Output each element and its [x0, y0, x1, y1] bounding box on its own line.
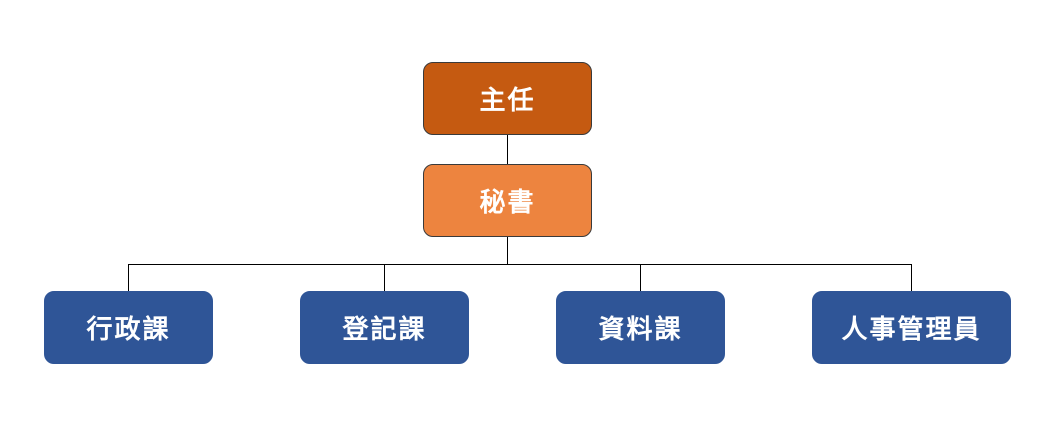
node-secretary: 秘書	[423, 164, 592, 237]
node-registration-section: 登記課	[300, 291, 469, 364]
node-secretary-label: 秘書	[479, 188, 536, 218]
node-admin-section: 行政課	[44, 291, 213, 364]
node-admin-section-label: 行政課	[86, 315, 171, 345]
node-records-section-label: 資料課	[598, 315, 683, 345]
node-personnel-officer: 人事管理員	[812, 291, 1011, 364]
node-director: 主任	[423, 62, 592, 135]
node-personnel-officer-label: 人事管理員	[841, 315, 982, 345]
node-director-label: 主任	[479, 86, 536, 116]
node-registration-section-label: 登記課	[342, 315, 427, 345]
node-records-section: 資料課	[556, 291, 725, 364]
